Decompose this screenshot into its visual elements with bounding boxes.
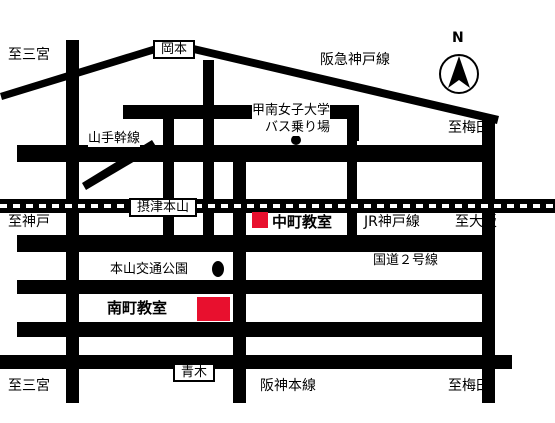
bus-stop-pole (353, 105, 359, 141)
station-aoki: 青木 (173, 363, 216, 382)
railway-hankyu-label: 阪急神戸線 (320, 52, 390, 68)
hankyu-line (0, 40, 499, 124)
road-route2-label: 国道２号線 (373, 253, 439, 269)
road-v1 (66, 40, 79, 403)
landmark-konan-bus-stop: 甲南女子大学 バス乗り場 (252, 102, 331, 136)
road-v5 (347, 105, 357, 235)
school-minamimachi-marker[interactable] (197, 297, 230, 321)
direction-east-bottom: 至梅田 (448, 378, 490, 394)
school-nakamachi-marker[interactable] (252, 212, 268, 228)
landmark-motoyama-park: 本山交通公園 (110, 262, 189, 278)
road-h1 (17, 235, 495, 252)
direction-east-top: 至梅田 (448, 120, 490, 136)
compass-icon (439, 54, 479, 94)
road-yamate-label: 山手幹線 (88, 131, 141, 147)
hanshin-line (0, 355, 512, 369)
station-settsu-motoyama: 摂津本山 (129, 198, 198, 217)
station-okamoto: 岡本 (153, 40, 196, 59)
school-nakamachi-label[interactable]: 中町教室 (272, 213, 333, 231)
school-minamimachi-label[interactable]: 南町教室 (107, 299, 168, 317)
railway-hanshin-label: 阪神本線 (260, 378, 316, 394)
road-v3 (203, 60, 214, 236)
direction-west-mid: 至神戸 (8, 214, 50, 230)
road-yamate (17, 145, 495, 162)
jr-line (0, 199, 555, 213)
road-h3 (17, 322, 495, 337)
road-diagonal (82, 140, 157, 190)
road-h2 (17, 280, 495, 294)
park-marker (212, 261, 224, 277)
road-v2 (163, 105, 174, 237)
railway-jr-label: JR神戸線 (364, 214, 420, 230)
bus-stop-marker (291, 135, 301, 145)
direction-west-top: 至三宮 (8, 47, 50, 63)
road-v4 (233, 155, 246, 403)
direction-east-mid: 至大阪 (455, 214, 497, 230)
direction-west-bottom: 至三宮 (8, 378, 50, 394)
compass-label: N (452, 30, 464, 46)
